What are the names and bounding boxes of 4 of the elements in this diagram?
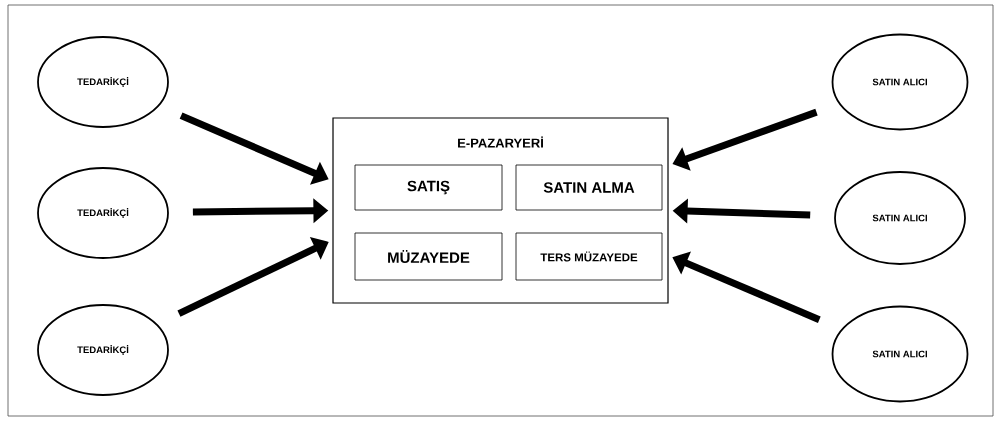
function-box: MÜZAYEDE	[354, 232, 503, 281]
function-box: SATIŞ	[354, 164, 503, 211]
function-box: TERS MÜZAYEDE	[515, 232, 663, 281]
function-box: SATIN ALMA	[515, 164, 663, 211]
